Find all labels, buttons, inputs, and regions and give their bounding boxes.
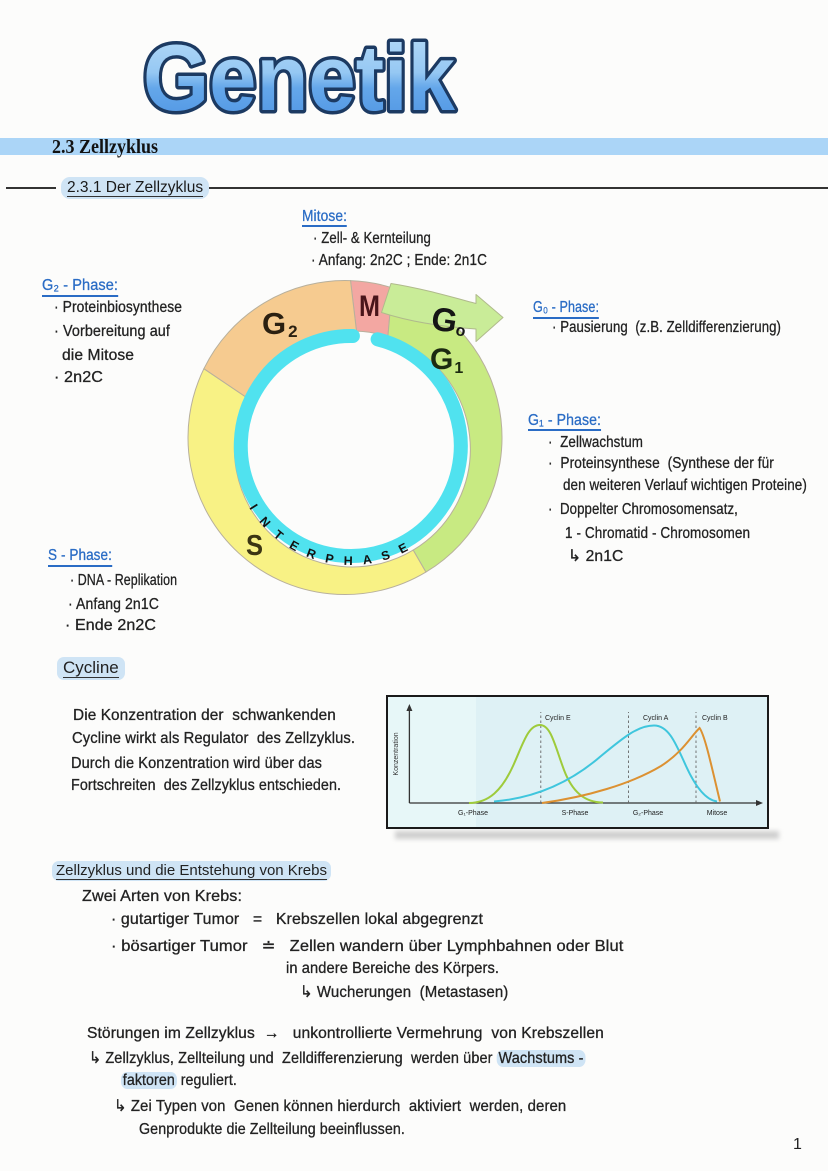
svg-text:Mitose: Mitose [707, 810, 728, 817]
svg-text:S: S [246, 530, 263, 562]
svg-text:Cyclin A: Cyclin A [643, 715, 669, 722]
svg-text:S: S [380, 548, 392, 564]
svg-text:Konzentration: Konzentration [393, 732, 400, 775]
svg-text:G₂-Phase: G₂-Phase [633, 810, 663, 817]
svg-text:Cyclin E: Cyclin E [545, 715, 571, 722]
svg-text:S-Phase: S-Phase [562, 810, 589, 817]
svg-text:H: H [344, 554, 353, 568]
svg-text:G₁-Phase: G₁-Phase [458, 810, 488, 817]
svg-text:A: A [362, 552, 373, 567]
svg-text:I: I [247, 502, 261, 512]
svg-text:Genetik: Genetik [143, 25, 456, 130]
svg-text:Cyclin B: Cyclin B [702, 715, 728, 722]
svg-text:M: M [359, 290, 380, 323]
svg-text:P: P [324, 551, 335, 566]
